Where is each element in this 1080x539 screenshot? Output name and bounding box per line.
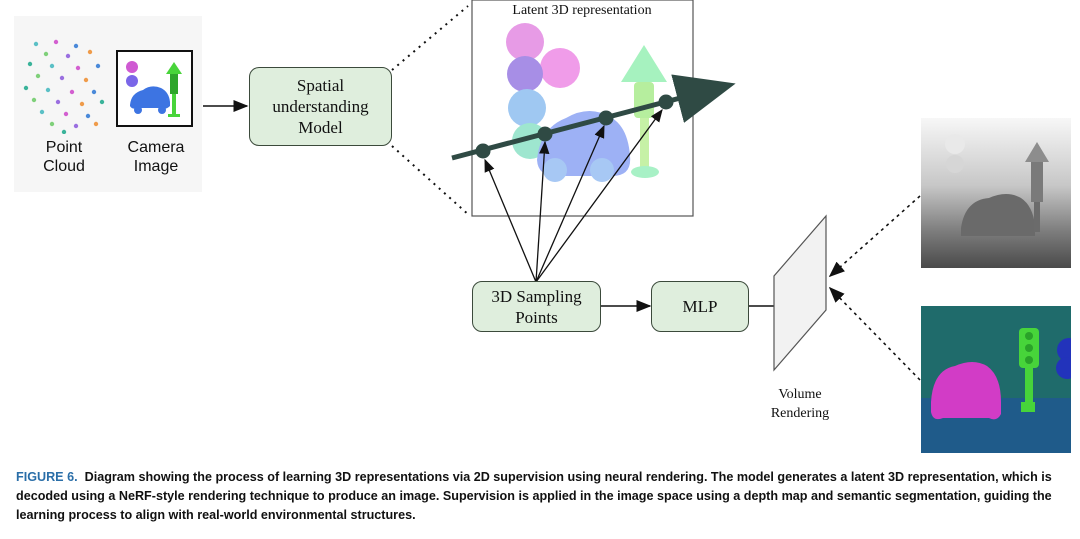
sample-arrow-3 (535, 124, 605, 283)
traffic-light-cone (621, 45, 667, 82)
latent-representation-title: Latent 3D representation (512, 3, 652, 18)
sample-point-2 (537, 126, 553, 142)
zoom-line-top (391, 5, 469, 71)
point-cloud-label: Point Cloud (43, 139, 85, 175)
sample-arrow-4 (535, 108, 663, 283)
point-cloud-icon (23, 39, 105, 134)
sample-arrow-2 (535, 140, 550, 283)
camera-ray (451, 74, 736, 161)
sample-point-1 (475, 143, 491, 159)
volume-rendering-plane (773, 214, 827, 372)
sampling-points-box: 3D Sampling Points (472, 281, 601, 332)
figure-caption: FIGURE 6. Diagram showing the process of… (16, 468, 1072, 525)
sphere-purple (507, 56, 543, 92)
caption-text: Diagram showing the process of learning … (16, 470, 1052, 522)
camera-image-label: Camera Image (127, 139, 185, 175)
segmentation-supervision-arrow (828, 286, 921, 381)
volume-rendering-label: Volume Rendering (770, 387, 830, 421)
sphere-light-blue (508, 89, 546, 127)
sample-point-4 (658, 94, 674, 110)
spatial-understanding-model-box: Spatial understanding Model (249, 67, 392, 146)
figure-label: FIGURE 6. (16, 470, 78, 484)
sphere-pink (506, 23, 544, 61)
camera-image-icon (116, 50, 193, 127)
sample-point-3 (598, 110, 614, 126)
depth-map-image (921, 118, 1071, 268)
segmentation-map-image (921, 306, 1071, 453)
depth-supervision-arrow (828, 195, 921, 278)
sphere-light-pink (540, 48, 580, 88)
mlp-box: MLP (651, 281, 749, 332)
sample-arrow-1 (484, 158, 537, 283)
